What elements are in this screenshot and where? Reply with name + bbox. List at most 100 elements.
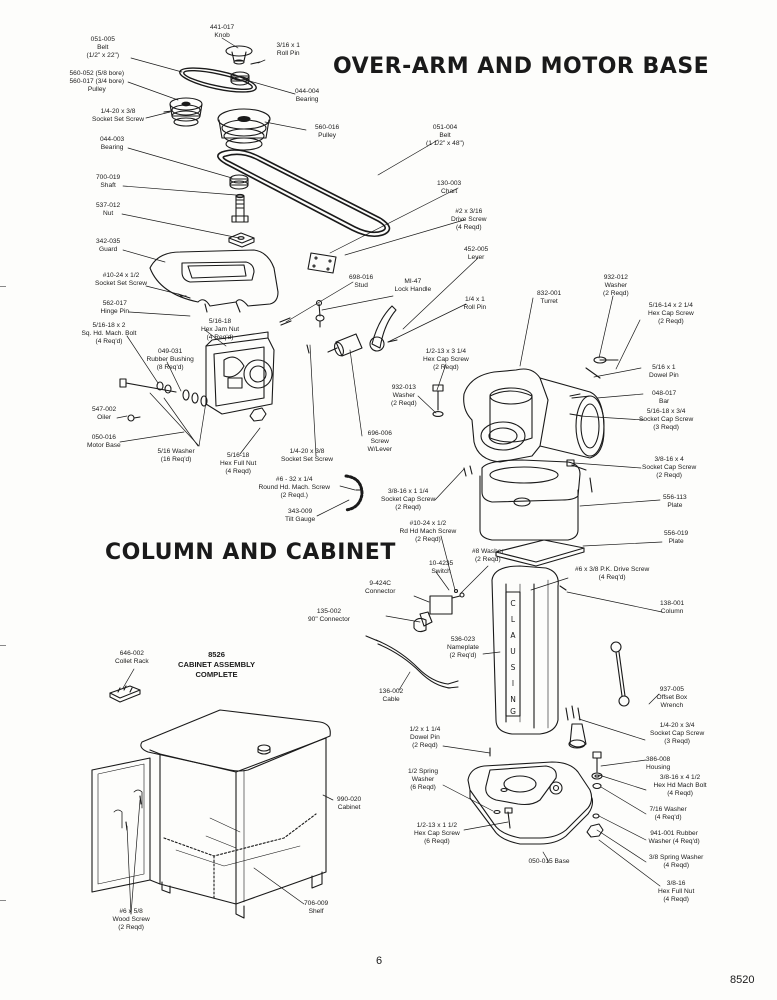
socket-cap-screw-4-drawing [566, 706, 580, 720]
belt-large-drawing [218, 150, 390, 236]
part-label-line: Turret [540, 298, 558, 305]
part-label-line: 136-002 [379, 688, 404, 695]
part-label-line: (2 Reqd.) [280, 492, 308, 499]
part-label-line: Cabinet [337, 804, 361, 811]
part-label-washer-4: #8 Washer(2 Reqd) [472, 548, 504, 564]
socket-cap-screw-3-drawing [464, 466, 472, 476]
part-label-line: Dowel Pin [649, 372, 679, 379]
svg-text:N: N [510, 695, 516, 704]
part-label-line: W/Lever [367, 446, 393, 453]
part-label-line: Column [660, 608, 684, 615]
shaft-drawing [232, 194, 248, 222]
part-label-line: 556-019 [664, 530, 689, 537]
part-label-line: 386-008 [646, 756, 671, 763]
washer-1-drawing [594, 357, 618, 363]
connector-1-drawing [420, 612, 432, 626]
nut-drawing [229, 233, 254, 247]
part-label-line: 1/2-13 x 3 1/4 [425, 348, 467, 355]
part-label-line: Plate [667, 502, 683, 509]
part-label-line: Belt [439, 132, 451, 139]
part-label-line: (1/2" x 22") [86, 52, 120, 59]
part-label-line: Hex Full Nut [220, 460, 257, 467]
part-label-line: 562-017 [102, 300, 127, 307]
drive-screw-2-drawing [560, 586, 566, 590]
plate-1-drawing [480, 460, 580, 540]
part-label-line: 3/8-16 x 4 [654, 456, 684, 463]
mach-bolt-2-drawing [593, 752, 601, 772]
part-label-line: (4 Req'd) [654, 814, 682, 821]
rubber-bushing-drawing [157, 382, 207, 406]
part-label-line: Hex Cap Screw [648, 310, 694, 317]
svg-text:U: U [510, 647, 516, 656]
part-label-line: (2 Reqd) [415, 536, 441, 543]
part-label-line: 050-016 [91, 434, 116, 441]
part-label-line: Round Hd. Mach. Screw [258, 484, 330, 491]
part-label-line: (2 Reqd) [474, 556, 501, 563]
part-label-line: (1 1/2" x 48") [426, 140, 465, 147]
part-label-line: 5/16-18 x 3/4 [646, 408, 686, 415]
part-label-line: 560-016 [315, 124, 340, 131]
part-label-line: (6 Reqd) [424, 838, 450, 845]
part-label-spring-washer-2: 3/8 Spring Washer(4 Reqd) [649, 854, 703, 870]
part-label-line: Plate [668, 538, 684, 545]
part-label-line: Hex Full Nut [658, 888, 695, 895]
part-label-line: #6 - 32 x 1/4 [275, 476, 313, 483]
part-label-line: 706-009 [304, 900, 329, 907]
pulley-small-drawing [170, 98, 202, 126]
part-label-line: 130-003 [437, 180, 462, 187]
part-label-line: 135-002 [316, 608, 342, 615]
part-label-line: Socket Set Screw [95, 280, 148, 287]
part-label-line: Hex Cap Screw [414, 830, 460, 837]
part-label-line: Lock Handle [394, 286, 432, 293]
part-label-line: Wood Screw [112, 916, 150, 923]
page-number: 6 [376, 955, 383, 967]
part-label-line: (8 Req'd) [156, 364, 184, 371]
part-label-line: Bearing [295, 96, 319, 103]
part-label-line: 932-012 [603, 274, 628, 281]
part-label-line: (4 Req'd) [206, 334, 234, 341]
part-label-line: Sq. Hd. Mach. Bolt [81, 330, 137, 337]
part-label-line: 547-002 [92, 406, 117, 413]
part-label-line: 10-4235 [429, 560, 454, 567]
part-label-line: 138-001 [660, 600, 685, 607]
part-label-line: #8 Washer [472, 548, 504, 555]
part-label-line: 1/4-20 x 3/4 [659, 722, 695, 729]
part-label-line: #10-24 x 1/2 [102, 272, 140, 279]
assembly-line-2: COMPLETE [195, 670, 238, 679]
part-label-line: Hex Hd Mach Bolt [653, 782, 707, 789]
part-label-line: 5/16 Washer [157, 448, 195, 455]
part-label-line: 3/16 x 1 [276, 42, 300, 49]
part-label-line: Pulley [87, 86, 106, 93]
part-label-line: 5/16-18 [226, 452, 250, 459]
svg-text:G: G [510, 707, 516, 716]
part-label-line: (16 Req'd) [160, 456, 192, 463]
part-label-line: 343-009 [287, 508, 313, 515]
part-label-line: (2 Req'd) [449, 652, 477, 659]
column-drawing [492, 566, 558, 734]
tilt-gauge-drawing [346, 476, 362, 510]
part-label-line: Cable [382, 696, 400, 703]
part-label-line: 1/4 x 1 [464, 296, 485, 303]
part-label-line: 5/16-14 x 2 1/4 [648, 302, 693, 309]
